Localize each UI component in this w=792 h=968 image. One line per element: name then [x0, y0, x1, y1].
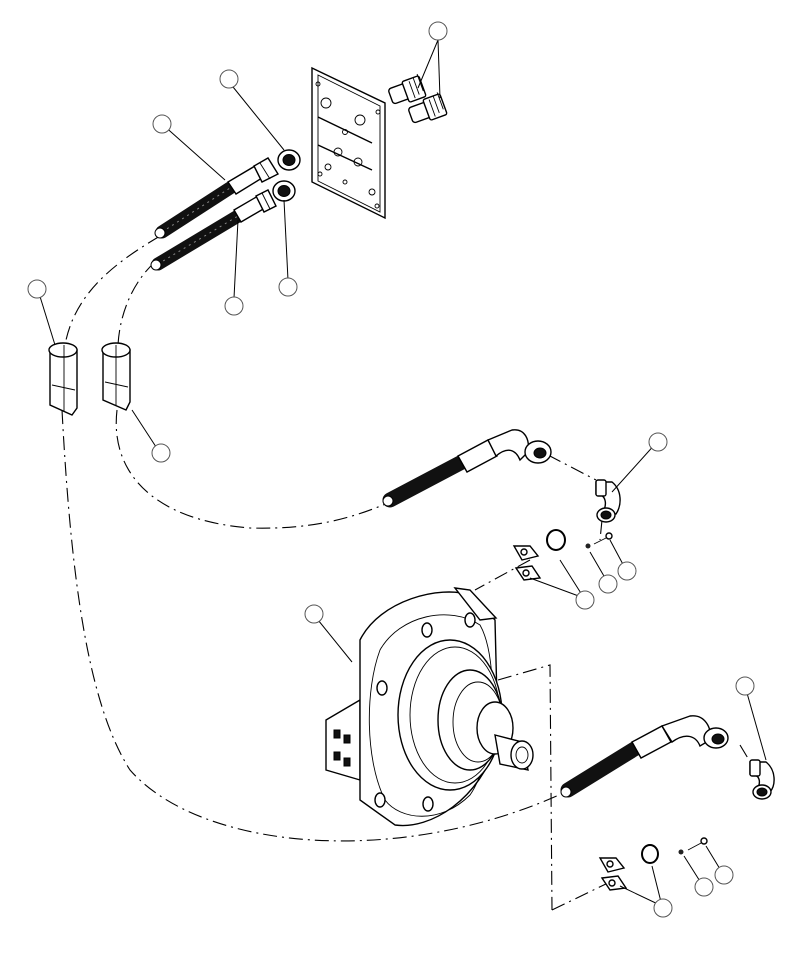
- protective-sleeve-left: [48, 342, 78, 416]
- hydraulic-motor: [325, 587, 534, 827]
- straight-adapter-lower: [408, 92, 448, 124]
- route-line-clamp-upper: [474, 559, 531, 591]
- callout-bubble: [694, 877, 714, 897]
- route-line-upper-right: [117, 261, 156, 346]
- bolt-upper: [593, 532, 613, 545]
- bolt-lower: [687, 837, 708, 851]
- callout-bubble: [27, 279, 47, 299]
- washer-lower: [678, 849, 684, 855]
- callout-bubble: [278, 277, 298, 297]
- callout-bubbles: [27, 21, 755, 918]
- callout-bubble: [428, 21, 448, 41]
- nut-upper: [277, 149, 301, 171]
- o-ring-lower: [641, 844, 659, 864]
- callout-bubble: [575, 590, 595, 610]
- callout-bubble: [151, 443, 171, 463]
- route-line-mid-loop: [115, 409, 396, 529]
- split-flange-clamp-upper: [512, 545, 542, 581]
- callout-bubble: [653, 898, 673, 918]
- callout-bubble: [224, 296, 244, 316]
- routing-lines: [61, 235, 753, 911]
- hose-assembly-upper: [154, 157, 280, 239]
- callout-bubble: [598, 574, 618, 594]
- manifold-plate: [311, 66, 386, 220]
- route-line-right-frame: [497, 664, 553, 911]
- route-line-clamp-lower: [551, 881, 611, 911]
- o-ring-upper: [546, 529, 566, 551]
- route-line-elbow-upper: [547, 454, 597, 481]
- elbow-fitting-lower: [749, 759, 775, 800]
- hose-assembly-middle: [382, 429, 552, 508]
- hose-assembly-lower: [150, 189, 277, 271]
- callout-bubble: [735, 676, 755, 696]
- nut-lower: [272, 180, 296, 202]
- route-line-long-loop: [61, 409, 571, 842]
- callout-bubble: [219, 69, 239, 89]
- callout-bubble: [617, 561, 637, 581]
- callout-bubble: [152, 114, 172, 134]
- straight-adapter-upper: [388, 73, 427, 105]
- hose-assembly-lower-right: [560, 715, 729, 798]
- route-line-oring-upper: [599, 519, 603, 541]
- route-line-upper-left: [64, 235, 161, 346]
- washer-upper: [585, 543, 591, 549]
- callout-bubble: [648, 432, 668, 452]
- callout-bubble: [304, 604, 324, 624]
- callout-bubble: [714, 865, 734, 885]
- protective-sleeve-right: [101, 342, 131, 411]
